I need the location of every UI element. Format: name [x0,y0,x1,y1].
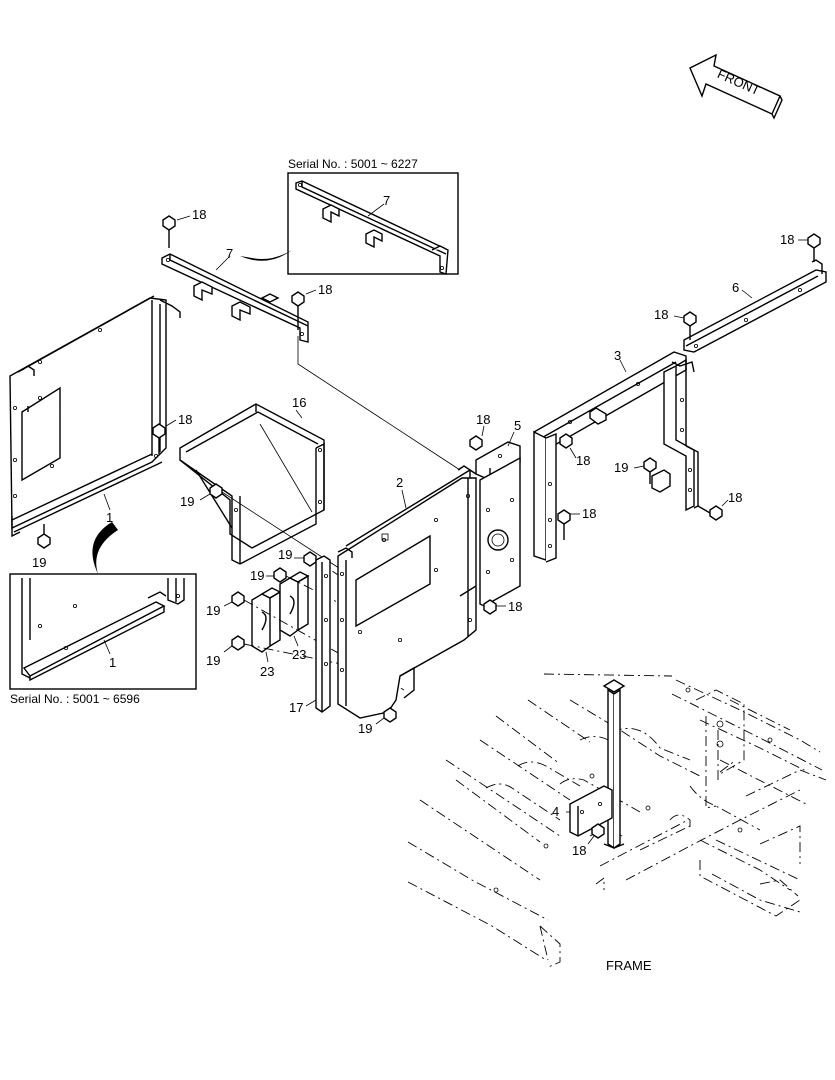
callout-18-c: 18 [178,412,192,427]
callout-19-c: 19 [278,547,292,562]
callout-4: 4 [552,804,559,819]
callout-7: 7 [226,246,233,261]
callout-19-f: 19 [206,653,220,668]
frame-assembly: FRAME [407,673,827,973]
callout-1-inset: 1 [109,655,116,670]
inset-bottom: 1 Serial No. : 5001 ~ 6596 [9,522,197,706]
bolt-19-e: 19 [206,591,245,618]
callout-23-b: 23 [292,647,306,662]
inset-bottom-caption: Serial No. : 5001 ~ 6596 [10,692,140,706]
inset-top-pointer [240,250,292,261]
callout-7-inset: 7 [383,193,390,208]
bolt-18-e: 18 [483,599,522,615]
part-7-bracket: 7 [161,246,309,343]
inset-top: Serial No. : 5001 ~ 6227 7 [240,157,459,275]
callout-18-d: 18 [476,412,490,427]
bolt-19-h: 19 [614,457,657,484]
callout-18-f: 18 [576,453,590,468]
part-16-cover: 16 [179,395,325,565]
bolt-18-d: 18 [469,412,490,451]
callout-23-a: 23 [260,664,274,679]
front-direction-arrow: FRONT [689,53,783,120]
part-2-panel: 2 [337,465,477,719]
callout-19-e: 19 [206,603,220,618]
callout-3: 3 [614,348,621,363]
callout-2: 2 [396,475,403,490]
callout-17: 17 [289,700,303,715]
bolt-18-f: 18 [559,433,590,468]
callout-18-g: 18 [582,506,596,521]
callout-18-e: 18 [508,599,522,614]
callout-5: 5 [514,418,521,433]
bolt-18-b: 18 [291,282,332,330]
callout-19-a: 19 [32,555,46,570]
bolt-19-c: 19 [278,547,317,567]
callout-18-i: 18 [654,307,668,322]
part-23-blocks: 23 23 [251,571,310,679]
inset-bottom-frame [9,573,197,690]
bolt-19-a: 19 [32,524,51,570]
callout-19-b: 19 [180,494,194,509]
frame-label: FRAME [606,958,652,973]
bolt-18-i: 18 [654,307,697,340]
inset-top-caption: Serial No. : 5001 ~ 6227 [288,157,418,171]
inset-bottom-pointer [92,522,118,574]
part-17-strip: 17 [289,555,331,715]
bolt-19-d: 19 [250,567,287,583]
callout-6: 6 [732,280,739,295]
callout-18-k: 18 [572,843,586,858]
callout-19-d: 19 [250,568,264,583]
callout-18-h: 18 [728,490,742,505]
bolt-18-j: 18 [780,232,821,262]
bolt-19-f: 19 [206,635,245,668]
bolt-18-h: 18 [697,490,742,521]
part-6-bar: 6 [683,259,827,353]
callout-19-g: 19 [358,721,372,736]
bolt-18-g: 18 [557,506,596,540]
bolt-19-g: 19 [358,707,397,736]
callout-1: 1 [106,510,113,525]
callout-18-j: 18 [780,232,794,247]
callout-19-h: 19 [614,460,628,475]
part-5-plate: 5 [475,418,521,607]
bolt-18-c: 18 [152,412,192,454]
part-4-post: 4 [552,679,626,850]
callout-16: 16 [292,395,306,410]
part-3-frame: 3 [533,348,699,563]
bolt-18-k: 18 [572,823,605,858]
part-1-panel: 1 [9,295,181,538]
callout-18-b: 18 [318,282,332,297]
bolt-18-a: 18 [162,207,206,248]
inset-top-frame [287,172,459,275]
callout-18-a: 18 [192,207,206,222]
